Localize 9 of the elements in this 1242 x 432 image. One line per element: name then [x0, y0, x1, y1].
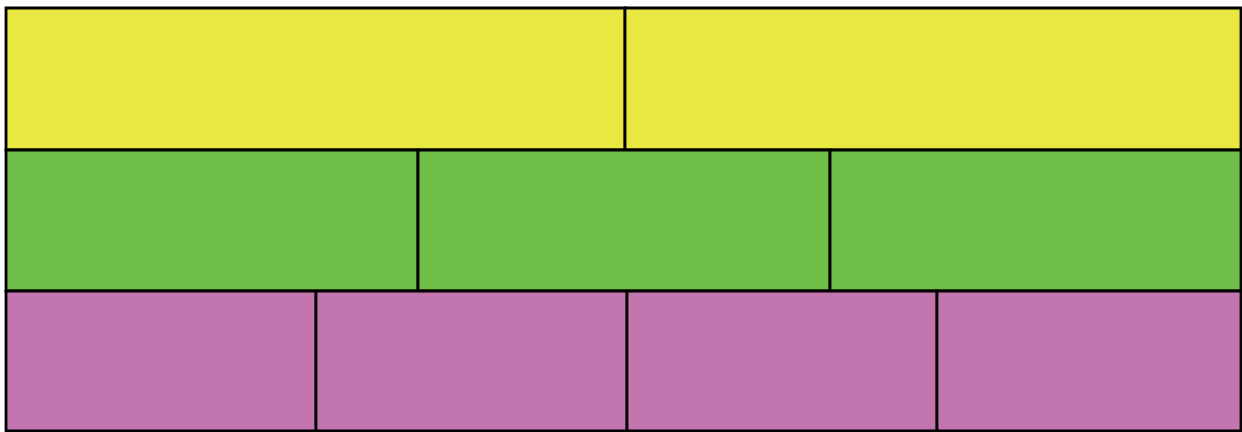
fraction-bar: [416, 148, 832, 293]
fraction-bar: [4, 289, 318, 432]
fraction-bar: [625, 289, 939, 432]
fraction-bar: [314, 289, 629, 432]
fraction-bar: [623, 6, 1242, 152]
fraction-bar: [935, 289, 1242, 432]
fraction-bar: [4, 148, 420, 293]
fraction-bar: [828, 148, 1242, 293]
fraction-bar: [4, 6, 627, 152]
